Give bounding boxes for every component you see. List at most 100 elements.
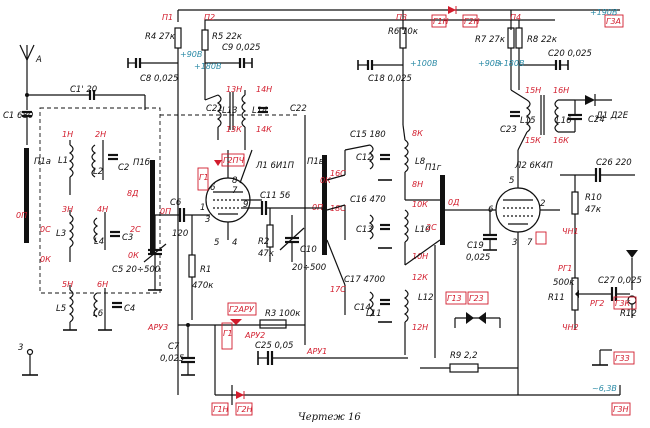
label-c14: C14 [354,303,371,313]
tag-top-right: Г3А [606,17,621,26]
r9-resistor [420,363,518,373]
label-c13: C13 [356,225,373,235]
label-c10: 20÷500 [292,263,326,273]
top-diode-indicator [448,6,457,14]
pin-0k-left: 0К [40,255,51,264]
pin-12k: 12К [412,273,428,282]
label-p2: П2 [204,13,215,22]
label-antenna: А [35,55,42,65]
label-r2: 47к [258,249,275,259]
label-l3: L3 [56,229,66,239]
pin-17c: 17С [330,285,346,294]
label-p1g: П1г [425,163,442,173]
trunk-wires [177,90,460,395]
pin-0k-mid: 0К [320,176,331,185]
tube-l2-pin2: 2 [540,199,545,209]
pin-0d: 0Д [448,198,459,207]
label-c3: C3 [122,233,133,243]
voltage-v90b: +90В [478,59,500,68]
pin-12n: 12Н [412,323,428,332]
pin-13n: 13Н [226,85,242,94]
if-transformer-2 [510,89,575,151]
label-c6: 120 [172,229,188,239]
label-c4: C4 [124,304,135,314]
label-r2-name: R2 [258,237,269,247]
pin-8k: 8К [412,129,423,138]
c20-capacitor [519,60,569,70]
label-l12: L12 [418,293,434,303]
label-r3: R3 100к [265,309,301,319]
tube-l2-pin7: 7 [527,238,533,248]
tag-g3z-box [613,351,635,365]
label-l16: L16 [556,116,572,126]
label-r8: R8 22к [527,35,558,45]
label-r1-name: R1 [200,265,211,275]
label-c12: C12 [356,153,373,163]
pin-2c: 2С [130,225,141,234]
voltage-v180: +180В [194,62,221,71]
voltage-v180b: +180В [497,59,524,68]
label-l5: L5 [56,304,66,314]
ground-right [592,349,612,366]
pin-1n: 1Н [62,130,73,139]
tag-g3z: Г3З [615,354,630,363]
r7-resistor [507,27,515,90]
label-r9: R9 2,2 [450,351,478,361]
pin-5n: 5Н [62,280,73,289]
tag-bot-1: Г1Н [213,405,229,414]
label-c1prime: C1' 20 [70,85,97,95]
coil-l12 [403,289,409,355]
switch-p1g-bar [440,175,445,245]
r3-resistor [259,319,287,329]
r8-resistor [515,20,523,90]
r6-resistor [399,27,407,125]
voltage-bottom-right: ~6,3В [592,384,617,393]
c5-variable-capacitor [143,215,167,291]
label-c19-name: C19 [467,241,484,251]
coil-l3 [68,210,74,262]
c18-capacitor [357,60,403,70]
r1-resistor [188,215,196,320]
top-red-tags: Г1Н Г2Н Г3А [431,14,624,28]
label-c5: C5 20÷500 [112,265,160,275]
label-r6: R6 10к [388,27,419,37]
label-ch2: ЧН2 [562,323,579,332]
c7-capacitor [181,345,195,376]
label-l15: L15 [520,116,536,126]
tube-l2-pin3: 3 [512,238,517,248]
r4-resistor [174,27,182,90]
label-aru1: АРУ1 [306,347,327,356]
g-aru-tags [221,302,257,350]
coil-l5 [63,285,77,331]
pin-2n: 2Н [95,130,106,139]
label-c21: C21 [206,104,223,114]
label-r1: 470к [192,281,214,291]
pin-14k: 14К [256,125,272,134]
label-ch1: ЧН1 [562,227,579,236]
pin-13k: 13К [226,125,242,134]
label-c11: C11 56 [260,191,291,201]
band-switch-shield [39,107,161,294]
label-c18: C18 0,025 [368,74,412,84]
pin-14n: 14Н [256,85,272,94]
tube-l1-pin3: 3 [205,215,210,225]
label-r10: 47к [585,205,602,215]
pin-3n: 3Н [62,205,73,214]
pin-15k: 15К [525,136,541,145]
switch-p1v-bar [322,155,327,255]
label-terminal-3: 3 [18,343,23,353]
c19-capacitor [483,210,497,251]
tube-l1-pin8: 8 [232,176,238,186]
tube-l2-tag [535,231,547,245]
pin-2c-right: 2С [426,223,437,232]
pin-15n: 15Н [525,86,541,95]
label-c6-name: C6 [170,198,182,208]
pin-10k: 10К [412,200,428,209]
c6-capacitor [155,208,210,222]
pin-8n: 8Н [412,180,423,189]
coil-c14 [344,285,392,323]
tube-l1-pin4: 4 [232,238,237,248]
tag-g2aru: Г2АРУ [229,305,255,314]
coil-c12 [344,144,392,181]
label-p1: П1 [162,13,173,22]
